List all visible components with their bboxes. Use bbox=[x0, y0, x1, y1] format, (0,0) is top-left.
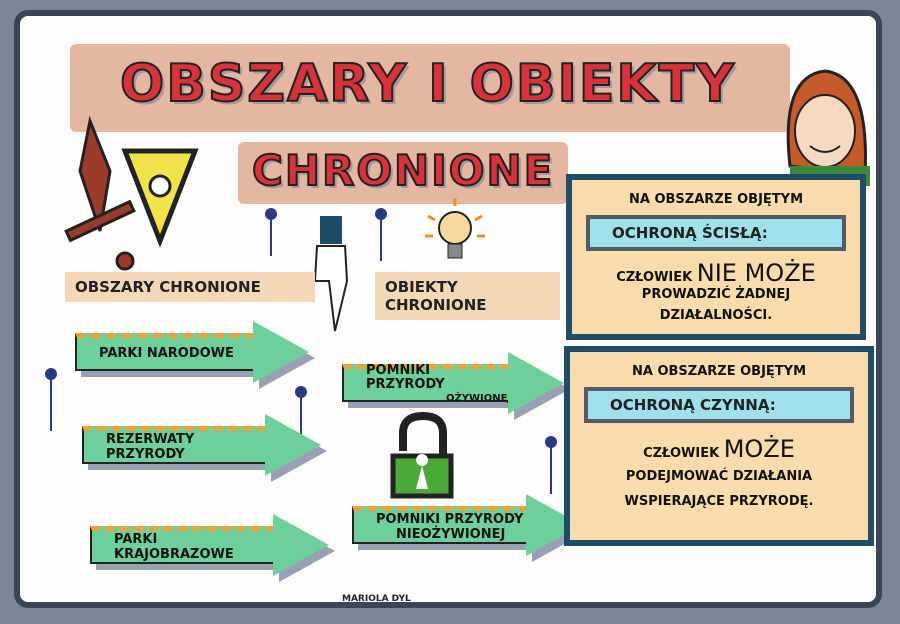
card-modal: MOŻE bbox=[723, 435, 795, 463]
protection-type: OCHRONĄ CZYNNĄ: bbox=[584, 387, 854, 423]
area-label: PARKI KRAJOBRAZOWE bbox=[90, 526, 275, 564]
card-line: WSPIERAJĄCE PRZYRODĘ. bbox=[624, 494, 814, 509]
sword-shield-icon bbox=[64, 115, 199, 271]
area-arrow-landscape-parks: PARKI KRAJOBRAZOWE bbox=[90, 514, 330, 576]
title-line1: OBSZARY I OBIEKTY bbox=[119, 53, 736, 115]
title-banner bbox=[70, 44, 790, 132]
area-arrow-national-parks: PARKI NARODOWE bbox=[75, 321, 310, 383]
object-label: POMNIKI PRZYRODY bbox=[376, 511, 524, 527]
padlock-icon bbox=[390, 411, 454, 499]
pin-arrow-icon bbox=[265, 208, 277, 256]
title-line2: CHRONIONE bbox=[251, 145, 555, 196]
card-subject: CZŁOWIEK bbox=[643, 446, 720, 461]
pointing-hand-icon bbox=[313, 216, 349, 332]
pin-arrow-icon bbox=[375, 208, 387, 261]
active-protection-card: NA OBSZARZE OBJĘTYM OCHRONĄ CZYNNĄ: CZŁO… bbox=[564, 346, 874, 546]
object-sublabel: OŻYWIONEJ bbox=[446, 392, 512, 404]
card-intro: NA OBSZARZE OBJĘTYM bbox=[628, 192, 803, 207]
card-intro: NA OBSZARZE OBJĘTYM bbox=[631, 364, 806, 379]
object-sublabel: NIEOŻYWIONEJ bbox=[396, 526, 506, 542]
areas-label: OBSZARY CHRONIONE bbox=[65, 272, 315, 302]
card-modal: NIE MOŻE bbox=[696, 259, 816, 287]
card-line: PROWADZIĆ ŻADNEJ bbox=[641, 287, 791, 302]
poster: OBSZARY I OBIEKTY CHRONIONE OBSZARY CHRO… bbox=[14, 10, 882, 608]
objects-label: OBIEKTY CHRONIONE bbox=[375, 272, 560, 320]
area-arrow-reserves: REZERWATY PRZYRODY bbox=[82, 414, 322, 476]
lightbulb-icon bbox=[425, 198, 485, 259]
pin-arrow-icon bbox=[45, 368, 57, 431]
object-label: POMNIKI PRZYRODY bbox=[366, 362, 445, 392]
protection-type: OCHRONĄ ŚCISŁĄ: bbox=[586, 215, 846, 251]
card-subject: CZŁOWIEK bbox=[616, 270, 693, 285]
card-line: DZIAŁALNOŚCI. bbox=[659, 308, 773, 323]
signature: MARIOLA DYL bbox=[342, 594, 411, 604]
area-label: REZERWATY PRZYRODY bbox=[82, 426, 267, 464]
area-label: PARKI NARODOWE bbox=[75, 333, 255, 371]
card-line: PODEJMOWAĆ DZIAŁANIA bbox=[625, 469, 813, 484]
strict-protection-card: NA OBSZARZE OBJĘTYM OCHRONĄ ŚCISŁĄ: CZŁO… bbox=[566, 174, 866, 340]
pin-arrow-icon bbox=[545, 436, 557, 494]
girl-avatar-icon bbox=[786, 69, 870, 186]
subtitle-banner bbox=[238, 142, 568, 204]
